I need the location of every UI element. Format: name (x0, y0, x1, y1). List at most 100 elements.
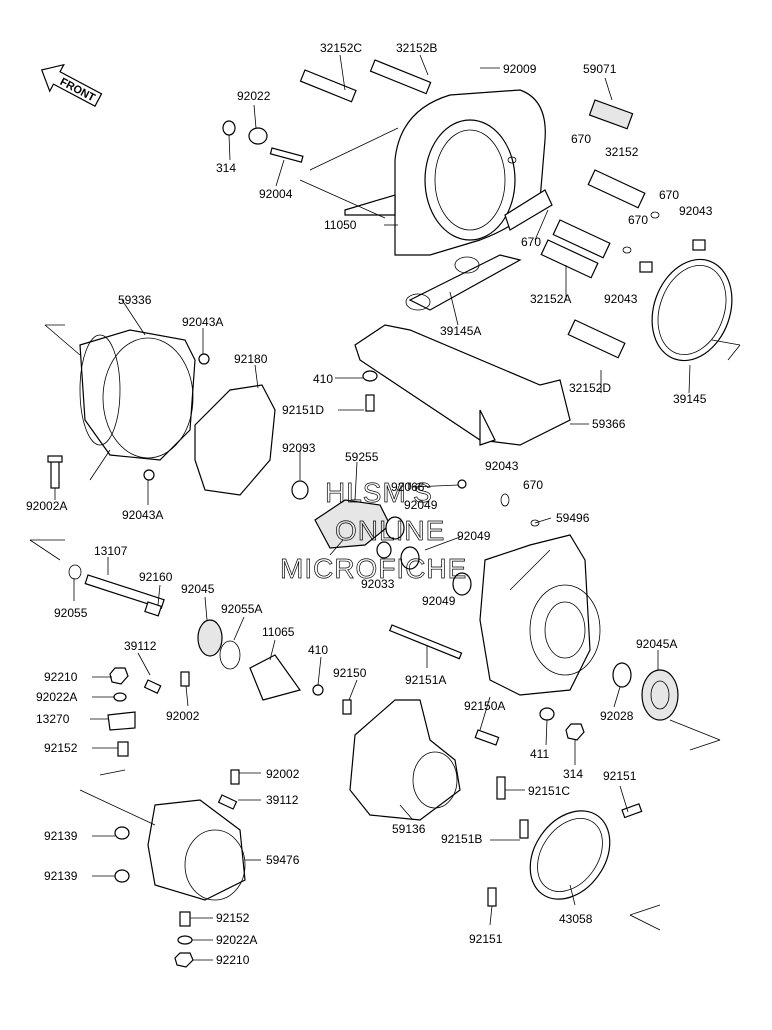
washer-bolt-mid-drawing (362, 370, 378, 412)
callout-label: 92009 (503, 62, 537, 76)
washer-bolt-drawing (222, 120, 304, 163)
bearing-92045-drawing (197, 619, 241, 670)
callout-label: 92004 (259, 187, 293, 201)
ring-43058-drawing (487, 776, 643, 907)
watermark-line-3: MICROFICHE (280, 553, 467, 584)
callout-label: 92043 (604, 292, 638, 306)
bolt-92002a-drawing (47, 455, 63, 489)
callout-label: 92045 (181, 582, 215, 596)
pin-92043a-upper-drawing (198, 353, 210, 365)
callout-label: 43058 (559, 912, 593, 926)
callout-label: 39112 (124, 639, 157, 653)
callout-label: 92152 (216, 911, 250, 925)
callout-label: 32152 (605, 145, 639, 159)
callout-label: 670 (521, 235, 541, 249)
pump-cover-59336-drawing (79, 329, 196, 461)
callout-label: 92139 (44, 829, 78, 843)
callout-label: 410 (308, 643, 328, 657)
callout-label: 59071 (583, 62, 617, 76)
callout-label: 59366 (592, 417, 626, 431)
stud-92151a-drawing (388, 624, 463, 660)
callout-label: 13107 (94, 544, 128, 558)
shaft-13107-drawing (68, 564, 165, 617)
callout-label: 92033 (361, 577, 395, 591)
callout-label: 670 (628, 213, 648, 227)
callout-label: 11065 (262, 625, 295, 639)
callout-label: 92151C (528, 784, 570, 798)
bracket-parts-left-drawing (107, 667, 190, 757)
nozzle-59136-drawing (349, 699, 461, 821)
stopper-drawing (507, 156, 706, 359)
callout-label: 13270 (36, 712, 70, 726)
callout-label: 92093 (282, 441, 316, 455)
callout-label: 92002A (26, 499, 67, 513)
callout-label: 92152 (44, 741, 78, 755)
callout-label: 92210 (216, 953, 250, 967)
watermark-line-2: ONLINE (335, 515, 445, 546)
callout-label: 410 (313, 372, 333, 386)
callout-label: 92151D (282, 403, 324, 417)
callout-label: 32152D (569, 381, 611, 395)
callout-label: 670 (659, 188, 679, 202)
callout-label: 59336 (118, 293, 152, 307)
callout-label: 39145A (440, 324, 481, 338)
callout-label: 411 (530, 747, 549, 761)
nozzle-59476-drawing (114, 769, 246, 968)
callout-label: 314 (563, 767, 583, 781)
cone-11065-drawing (249, 654, 324, 701)
callout-label: 92151 (469, 932, 503, 946)
callout-label: 92043A (182, 315, 223, 329)
callout-label: 92022 (237, 89, 271, 103)
callout-label: 11050 (324, 218, 357, 232)
callout-label: 32152B (396, 41, 437, 55)
nut-washer-411-314-drawing (539, 707, 585, 741)
ring-39145-drawing (651, 258, 733, 362)
callout-label: 92002 (166, 709, 200, 723)
watermark: HLSM'S ONLINE MICROFICHE (280, 477, 467, 585)
callout-label: 92151A (405, 673, 446, 687)
callout-label: 670 (571, 132, 591, 146)
callout-label: 670 (523, 478, 543, 492)
callout-label: 92043 (679, 204, 713, 218)
washers-92049-drawing (376, 479, 472, 596)
callout-label: 92002 (266, 767, 300, 781)
callout-label: 32152A (530, 292, 571, 306)
callout-label: 92045A (636, 637, 677, 651)
callout-label: 59476 (266, 853, 300, 867)
callout-label: 59496 (556, 511, 590, 525)
bearing-92045a-drawing (612, 662, 679, 721)
callout-label: 92049 (422, 594, 456, 608)
callout-label: 32152C (320, 41, 362, 55)
pump-case-59496-drawing (479, 493, 601, 696)
callout-label: 92028 (600, 709, 634, 723)
callout-label: 59136 (392, 822, 426, 836)
pump-housing-drawing (344, 89, 553, 256)
callout-label: 92151B (441, 832, 482, 846)
callout-labels: 32152C 32152B 92009 59071 92022 314 9200… (26, 41, 713, 967)
callout-label: 92055A (221, 602, 262, 616)
callout-label: 39112 (266, 793, 299, 807)
impeller-59255-drawing (291, 480, 391, 549)
leader-lines (29, 54, 741, 961)
seal-39145a-drawing (405, 254, 522, 311)
bracket-59366-drawing (354, 324, 571, 446)
callout-label: 92022A (36, 690, 77, 704)
callout-label: 92150A (464, 699, 505, 713)
callout-label: 92043A (122, 508, 163, 522)
callout-label: 92160 (139, 570, 173, 584)
pin-92043a-lower-drawing (143, 469, 155, 481)
callout-label: 59255 (345, 450, 379, 464)
callout-label: 92151 (603, 769, 637, 783)
callout-label: 92022A (216, 933, 257, 947)
callout-label: 92139 (44, 869, 78, 883)
bolt-92150-drawing (342, 699, 500, 746)
callout-label: 92150 (333, 666, 367, 680)
callout-label: 92055 (54, 606, 88, 620)
callout-label: 39145 (673, 392, 707, 406)
callout-label: 92180 (234, 352, 268, 366)
stud-shafts-drawing (299, 59, 634, 130)
callout-label: 92210 (44, 670, 78, 684)
gasket-92180-drawing (194, 384, 276, 496)
callout-label: 92049 (404, 498, 438, 512)
